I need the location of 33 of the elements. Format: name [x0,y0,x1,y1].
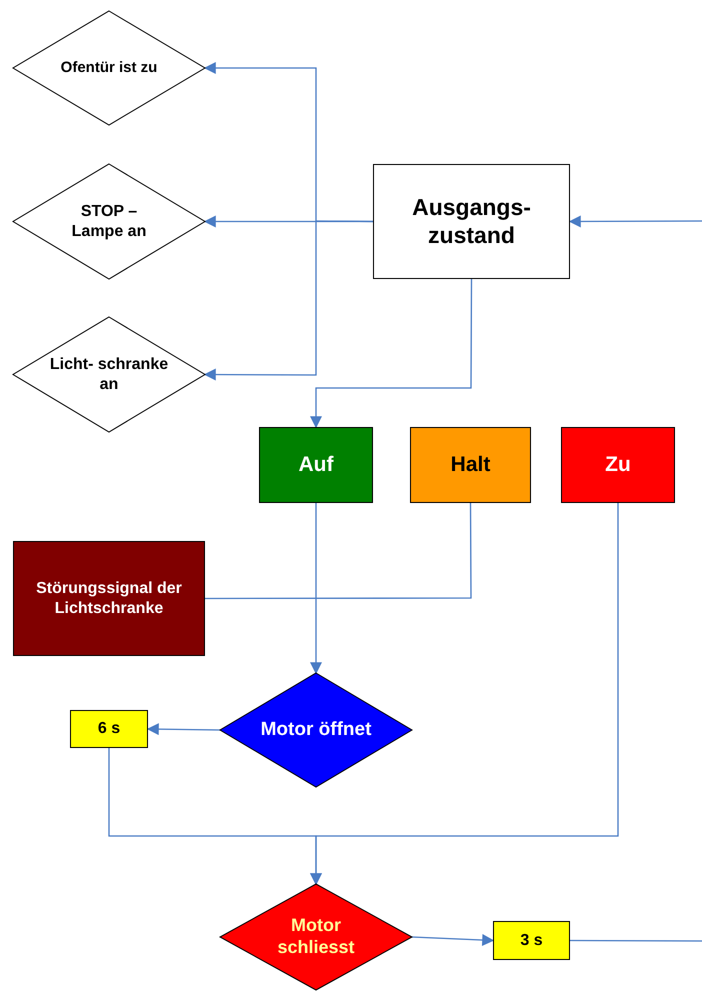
decision-diamond [13,164,205,279]
process-box [373,164,570,279]
node-label: Halt [450,452,490,478]
decision-diamond [13,317,205,432]
arrow [204,220,373,381]
decision-diamond [220,673,412,787]
node-label: Ofentür ist zu [60,59,158,77]
node-label: Licht- schranke an [49,355,169,394]
arrow [310,279,472,428]
process-box [493,921,570,960]
node-label: Zu [605,452,631,478]
process-box [561,427,675,503]
arrow [568,215,702,228]
node-label: STOP – Lampe an [70,202,148,241]
arrow [412,934,494,946]
process-box [259,427,373,503]
process-box [70,710,148,748]
node-label: Störungssignal der Lichtschranke [35,579,183,618]
node-label: 3 s [520,930,543,950]
decision-diamond [13,11,205,125]
decision-diamond [220,884,412,990]
arrow [146,723,220,736]
node-label: Motor schliesst [276,915,356,959]
node-label: Motor öffnet [260,718,372,742]
node-label: Auf [298,452,334,478]
connector-line [570,940,702,942]
process-box [13,541,205,656]
arrow [310,503,322,674]
node-label: 6 s [98,719,120,739]
process-box [410,427,531,503]
arrow [310,503,619,886]
connector-line [205,503,472,600]
node-label: Ausgangs- zustand [411,194,532,250]
